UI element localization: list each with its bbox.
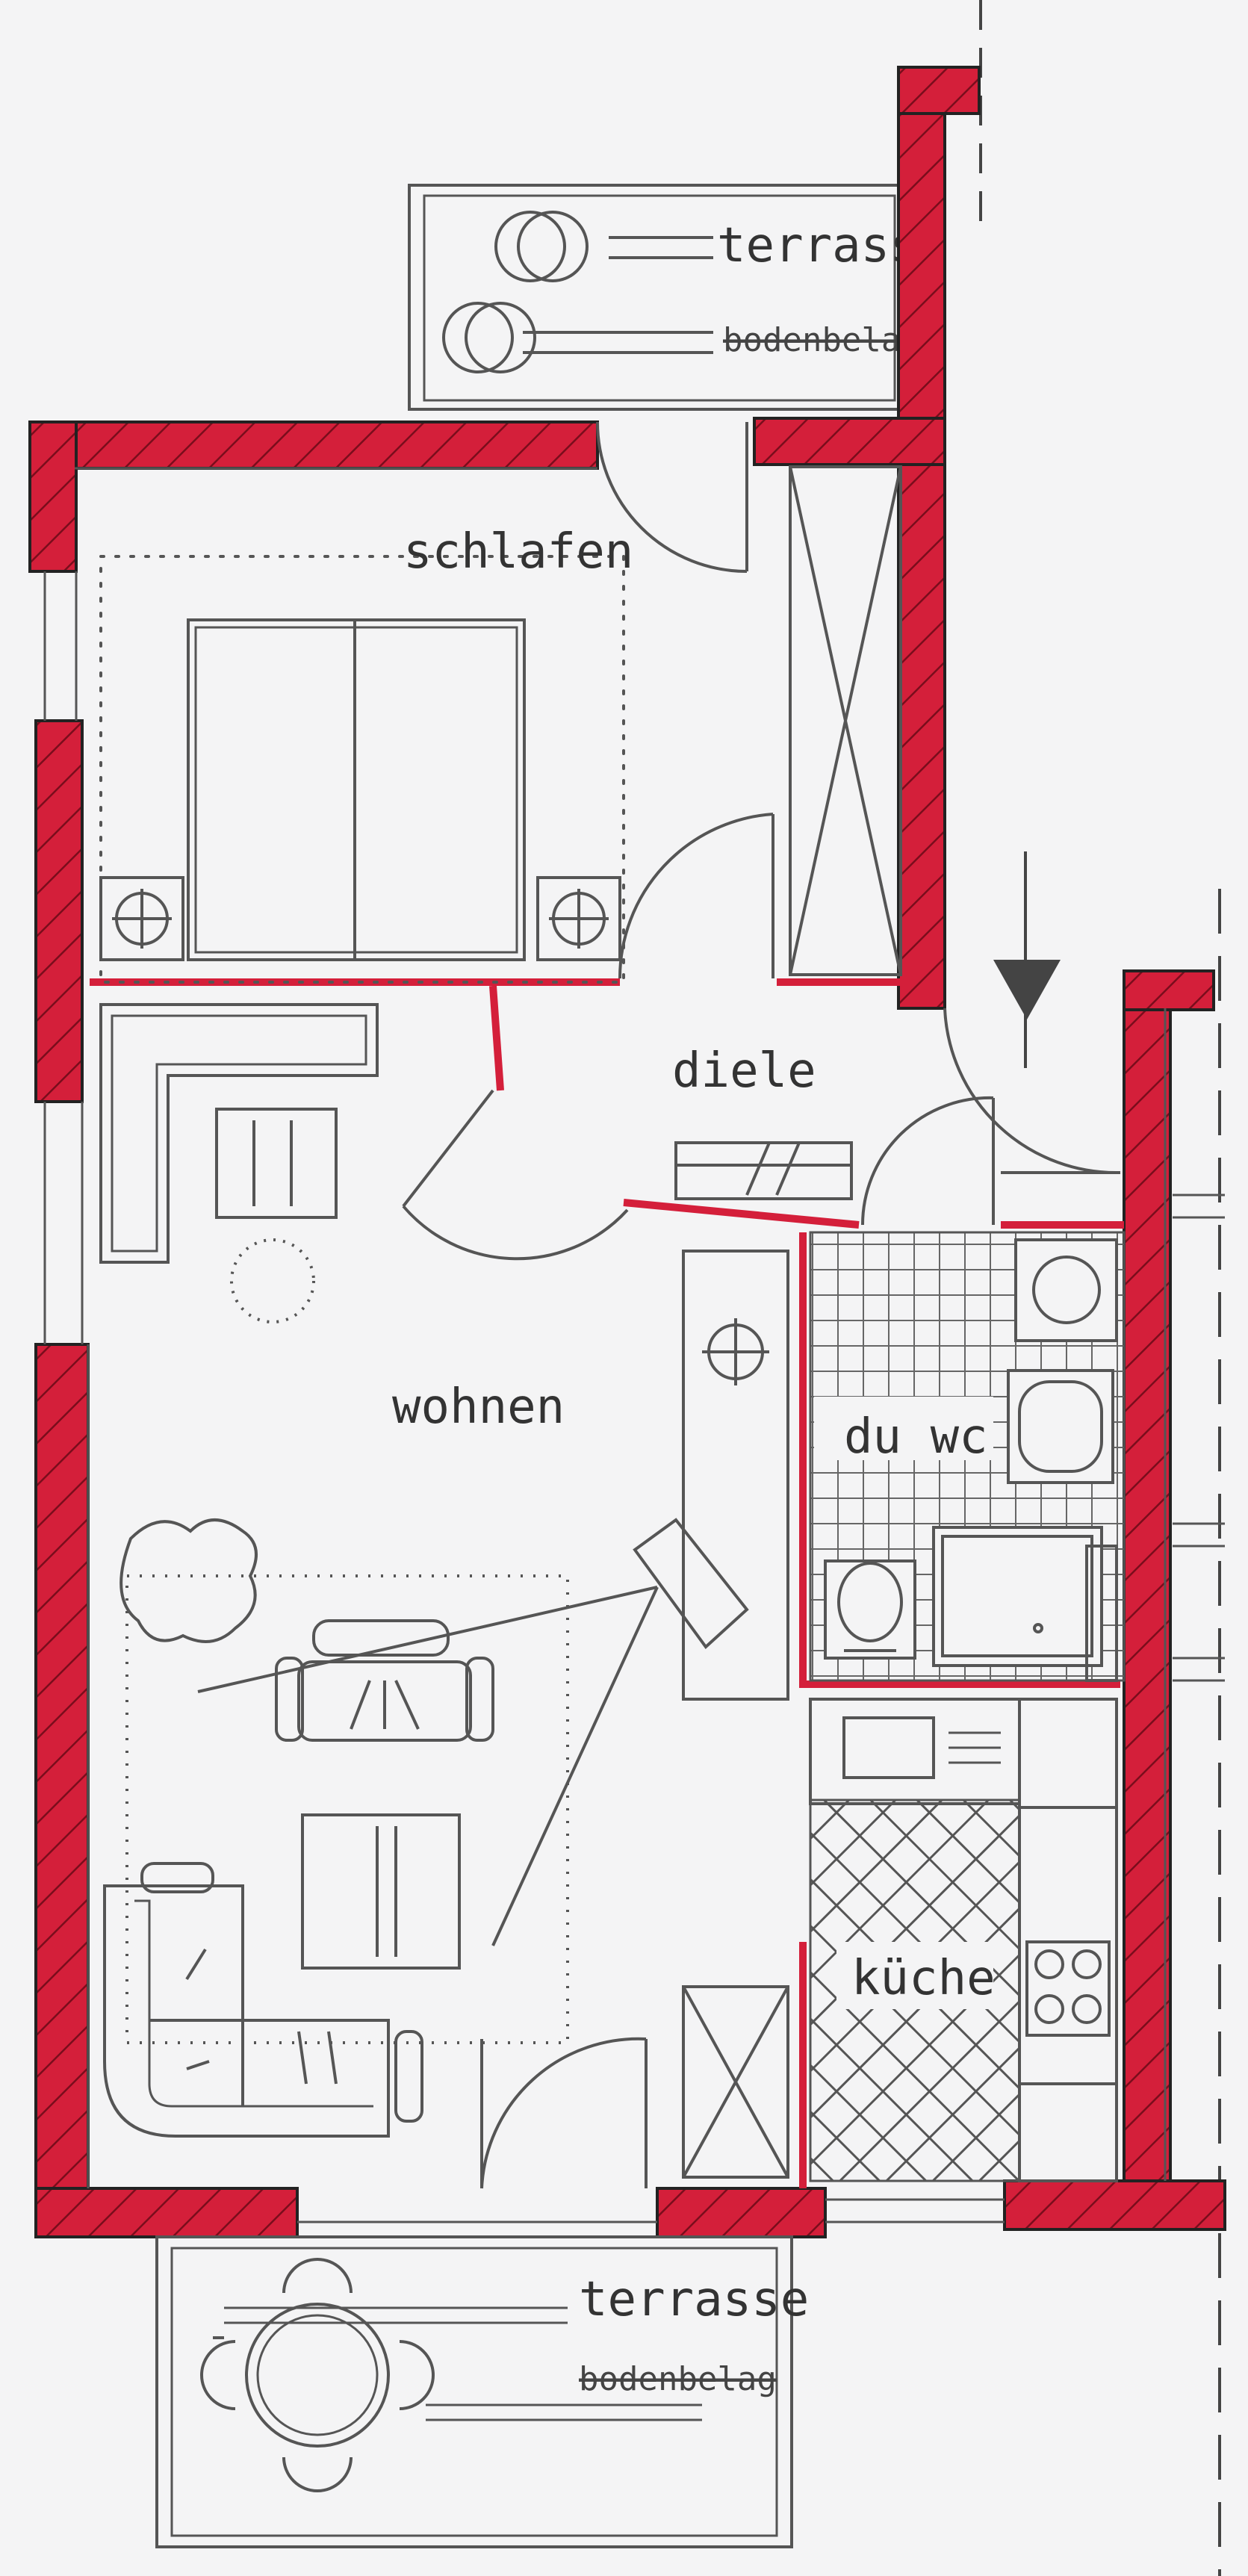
bathroom-label: du wc <box>844 1409 988 1465</box>
hall: diele <box>672 1043 853 1200</box>
living-label: wohnen <box>392 1379 565 1435</box>
outline-lines <box>43 467 1225 2223</box>
coat-rack-icon <box>674 1141 853 1200</box>
living-room: wohnen <box>99 1003 789 2179</box>
bedroom-label: schlafen <box>403 524 633 580</box>
table-icon <box>215 1108 338 1219</box>
hall-label: diele <box>672 1043 816 1099</box>
sofa-icon <box>103 1862 423 2138</box>
rug <box>125 1574 569 2044</box>
shelf <box>682 1985 789 2179</box>
shower-icon <box>932 1526 1103 1667</box>
interior-walls <box>90 978 1124 2188</box>
kitchen: küche <box>809 1698 1118 2182</box>
tv-icon <box>197 1518 749 1946</box>
coffee-table-icon <box>301 1813 461 1970</box>
cabinet <box>682 1250 789 1701</box>
toilet-icon <box>824 1559 916 1660</box>
counter <box>1018 1698 1118 2182</box>
kitchen-label: küche <box>851 1951 996 2006</box>
bathroom: du wc <box>809 1231 1126 1682</box>
nightstand-lamp-icon <box>99 876 621 961</box>
terrace-bottom: terrasse bodenbelag <box>155 2235 809 2548</box>
bedroom: schlafen <box>99 524 633 984</box>
washing-machine-icon <box>1014 1238 1118 1342</box>
terrace-bottom-sublabel: bodenbelag <box>579 2360 777 2398</box>
walls <box>28 66 1226 2238</box>
armchair-icon <box>275 1619 494 1742</box>
terrace-bottom-label: terrasse <box>579 2272 809 2327</box>
desk <box>99 1003 379 1264</box>
patio-table-icon <box>200 2258 435 2492</box>
section-arrow-icon <box>993 960 1061 1019</box>
stove-icon <box>1025 1940 1111 2037</box>
terrace-top-sublabel: bodenbelag <box>723 321 921 359</box>
plant-icon <box>119 1518 258 1643</box>
bed-icon <box>187 618 526 961</box>
sink-icon <box>1007 1369 1114 1484</box>
door-swing-icon <box>402 421 1121 2189</box>
stool-icon <box>230 1238 315 1323</box>
wardrobe <box>789 465 902 976</box>
